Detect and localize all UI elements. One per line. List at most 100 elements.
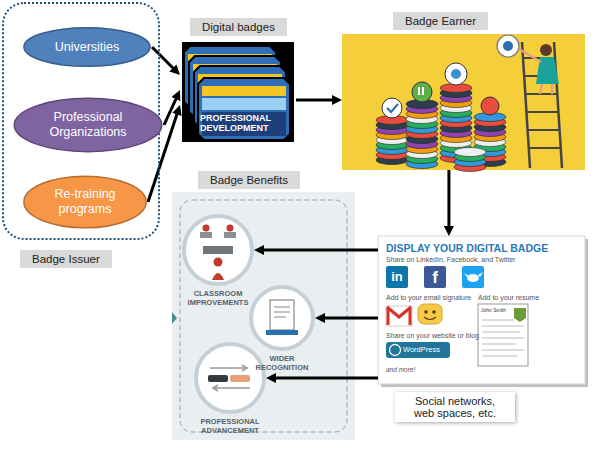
node-label: Badge Earner <box>393 12 488 30</box>
display-panel-part-part <box>482 332 520 333</box>
benefit-icons-part <box>208 375 228 382</box>
display-panel-part <box>386 342 450 358</box>
display-panel-part <box>514 308 526 322</box>
benefits-panel <box>172 192 355 440</box>
display-panel-part <box>424 310 428 314</box>
earner-picture-part-part <box>529 147 561 149</box>
benefit-icons-part <box>183 215 253 285</box>
node-label: Badge Benefits <box>198 171 300 189</box>
display-panel-part <box>387 307 411 317</box>
circle-outline <box>194 342 266 414</box>
benefit-icons-part <box>214 387 250 389</box>
node-text: John Smith <box>481 307 506 313</box>
display-panel-part-part <box>482 326 524 327</box>
flow-arrow <box>259 249 378 252</box>
earner-picture-part <box>376 84 506 172</box>
issuer-ellipse: Universities <box>22 26 152 68</box>
earner-picture-part <box>503 41 513 51</box>
display-panel-part <box>418 304 442 324</box>
benefit-icons-part <box>242 365 247 371</box>
issuer-region: UniversitiesProfessional OrganizationsRe… <box>2 2 160 240</box>
circle-outline <box>196 344 264 412</box>
display-panel: DISPLAY YOUR DIGITAL BADGE Share on Linke… <box>378 236 585 384</box>
benefit-icons-part <box>212 273 224 280</box>
benefit-circle: CLASSROOM IMPROVEMENTS <box>182 214 254 307</box>
earner-picture-part <box>422 87 424 95</box>
earner-picture-part <box>551 84 554 94</box>
earner-picture-part <box>382 98 402 118</box>
ellipse-outline <box>14 98 161 151</box>
benefit-circle: WIDER RECOGNITION <box>249 285 315 372</box>
node-text: Add to your resume <box>478 294 539 301</box>
earner-picture-part-part <box>527 129 559 131</box>
display-panel-part <box>424 266 446 288</box>
circle-outline <box>251 287 313 349</box>
benefit-circle: PROFESSIONAL ADVANCEMENT <box>194 342 266 435</box>
node-label: Digital badges <box>190 18 287 36</box>
display-panel <box>378 236 588 387</box>
earner-picture-part <box>481 97 499 115</box>
display-panel-part <box>462 266 484 288</box>
benefits-group: CLASSROOM IMPROVEMENTS WIDER RECOGNITION P… <box>172 192 355 440</box>
display-panel-part-part <box>482 350 524 351</box>
earner-picture-part <box>412 82 432 102</box>
earner-picture-part <box>522 42 530 168</box>
earner-picture-part <box>342 34 585 170</box>
benefit-icons-part <box>210 367 246 369</box>
earner-picture-part <box>445 63 467 85</box>
earner-picture-part <box>540 84 542 94</box>
flow-arrow <box>152 47 176 71</box>
benefits-panel-part <box>172 192 355 440</box>
circle-outline <box>184 216 252 284</box>
circle-outline <box>182 214 254 286</box>
node-label: PROFESSIONAL ADVANCEMENT <box>194 417 266 435</box>
display-panel-part-part <box>482 356 518 357</box>
earner-picture-part <box>418 87 420 95</box>
node-text: PROFESSIONAL DEVELOPMENT <box>200 113 284 134</box>
node-text: WordPress <box>403 342 440 358</box>
badge-picture <box>182 42 294 142</box>
earner-picture-part-part <box>526 111 558 113</box>
earner-picture-part <box>554 42 562 168</box>
benefit-icons-part <box>266 330 298 335</box>
earner-picture-part <box>451 69 461 79</box>
node-label: WIDER RECOGNITION <box>249 354 315 372</box>
benefit-icons <box>183 215 314 413</box>
node-text: and more! <box>386 366 415 373</box>
node-label: DISPLAY YOUR DIGITAL BADGE <box>386 242 548 254</box>
display-panel-part-part <box>482 320 514 321</box>
node-label: Universities <box>55 40 120 55</box>
benefit-icons-part <box>270 300 294 330</box>
badge-picture-part <box>198 78 290 140</box>
benefit-icons-part <box>200 232 212 238</box>
flow-arrow <box>447 170 450 231</box>
flow-arrow <box>271 377 378 380</box>
display-panel-part <box>432 310 436 314</box>
issuer-ellipse: Professional Organizations <box>12 96 164 154</box>
earner-group: Badge Earner <box>342 34 585 170</box>
circle-outline <box>249 285 315 351</box>
benefit-icons-part <box>274 311 290 312</box>
node-text: Add to your email signature <box>386 294 471 301</box>
flow-arrow <box>320 317 378 320</box>
benefit-icons-part <box>230 375 250 382</box>
display-panel-part <box>386 266 408 288</box>
node-label: Professional Organizations <box>38 110 138 140</box>
earner-picture-part <box>540 44 552 56</box>
display-panel-part <box>467 274 479 282</box>
node-label: Badge Issuer <box>20 250 112 268</box>
display-panel-part <box>387 308 390 325</box>
display-panel-part <box>482 320 524 356</box>
node-text: Share on LinkedIn, Facebook, and Twitter <box>386 256 515 263</box>
issuer-ellipse: Re-training programs <box>22 174 148 230</box>
earner-picture-part <box>523 58 561 148</box>
benefit-icons-part <box>195 343 265 413</box>
badge-group: Digital badgesPROFESSIONAL DEVELOPMENT <box>180 40 296 145</box>
ellipse-outline <box>24 28 150 67</box>
benefit-icons-part <box>224 232 236 238</box>
node-text: Social networks, web spaces, etc. <box>395 392 515 422</box>
node-text: f <box>424 266 446 288</box>
benefit-icons-part <box>227 225 234 232</box>
earner-picture <box>342 34 585 172</box>
